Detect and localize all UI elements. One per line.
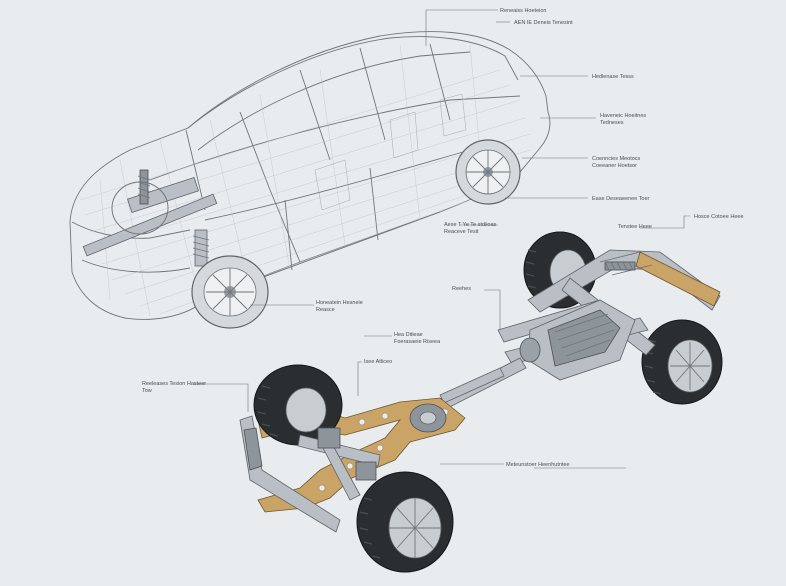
callout-label: Meteunstoer Heenhutntee [506, 462, 570, 468]
callout-label: Haveneic Hoeitnes [600, 113, 646, 119]
front-suspension [297, 403, 447, 501]
car-body-wireframe [69, 31, 551, 329]
callout-label: Reeleases Tesion Hasteer [142, 381, 206, 387]
callout-label: Reaceve Tesit [444, 229, 479, 235]
callout-label: Reneaiss Hoeteion [500, 8, 546, 14]
callout-label: Aese T Ye Te stdiioas [444, 222, 497, 228]
callout-label: Tenstee Heee [618, 224, 652, 230]
car-front-suspension [82, 169, 218, 267]
callout-label: Hedlenase Tesss [592, 74, 634, 80]
rear-right-tire [641, 319, 723, 405]
callout-leaders [194, 9, 690, 469]
callout-label: Hosce Cotoee Heee [694, 214, 744, 220]
callout-label: Reehes [452, 286, 471, 292]
motor-unit [519, 299, 636, 381]
callout-label: Tedneses [600, 120, 624, 126]
callout-label: AEN IE Deneis Tenesint [514, 20, 573, 26]
callout-label: Hea Ditieae [394, 332, 423, 338]
front-right-tire [356, 471, 454, 573]
callout-label: Coenncies Meotocs [592, 156, 641, 162]
callout-label: Coeeaner Hoetsor [592, 163, 637, 169]
car-inner-wheel-front [111, 181, 169, 235]
car-front-wheel [191, 255, 269, 329]
callout-label: Isee Atliceo [364, 359, 392, 365]
callout-label: Ease Deseaeenee Toer [592, 196, 650, 202]
callout-labels: Reneaiss Hoeteion AEN IE Deneis Tenesint… [142, 8, 744, 468]
car-rear-wheel [455, 139, 521, 205]
callout-label: Reasce [316, 307, 335, 313]
callout-label: Tow [142, 388, 152, 394]
callout-label: Foerasaeie Riseea [394, 339, 441, 345]
chassis-assembly [239, 231, 723, 573]
callout-label: Honeatein Hesneie [316, 300, 363, 306]
